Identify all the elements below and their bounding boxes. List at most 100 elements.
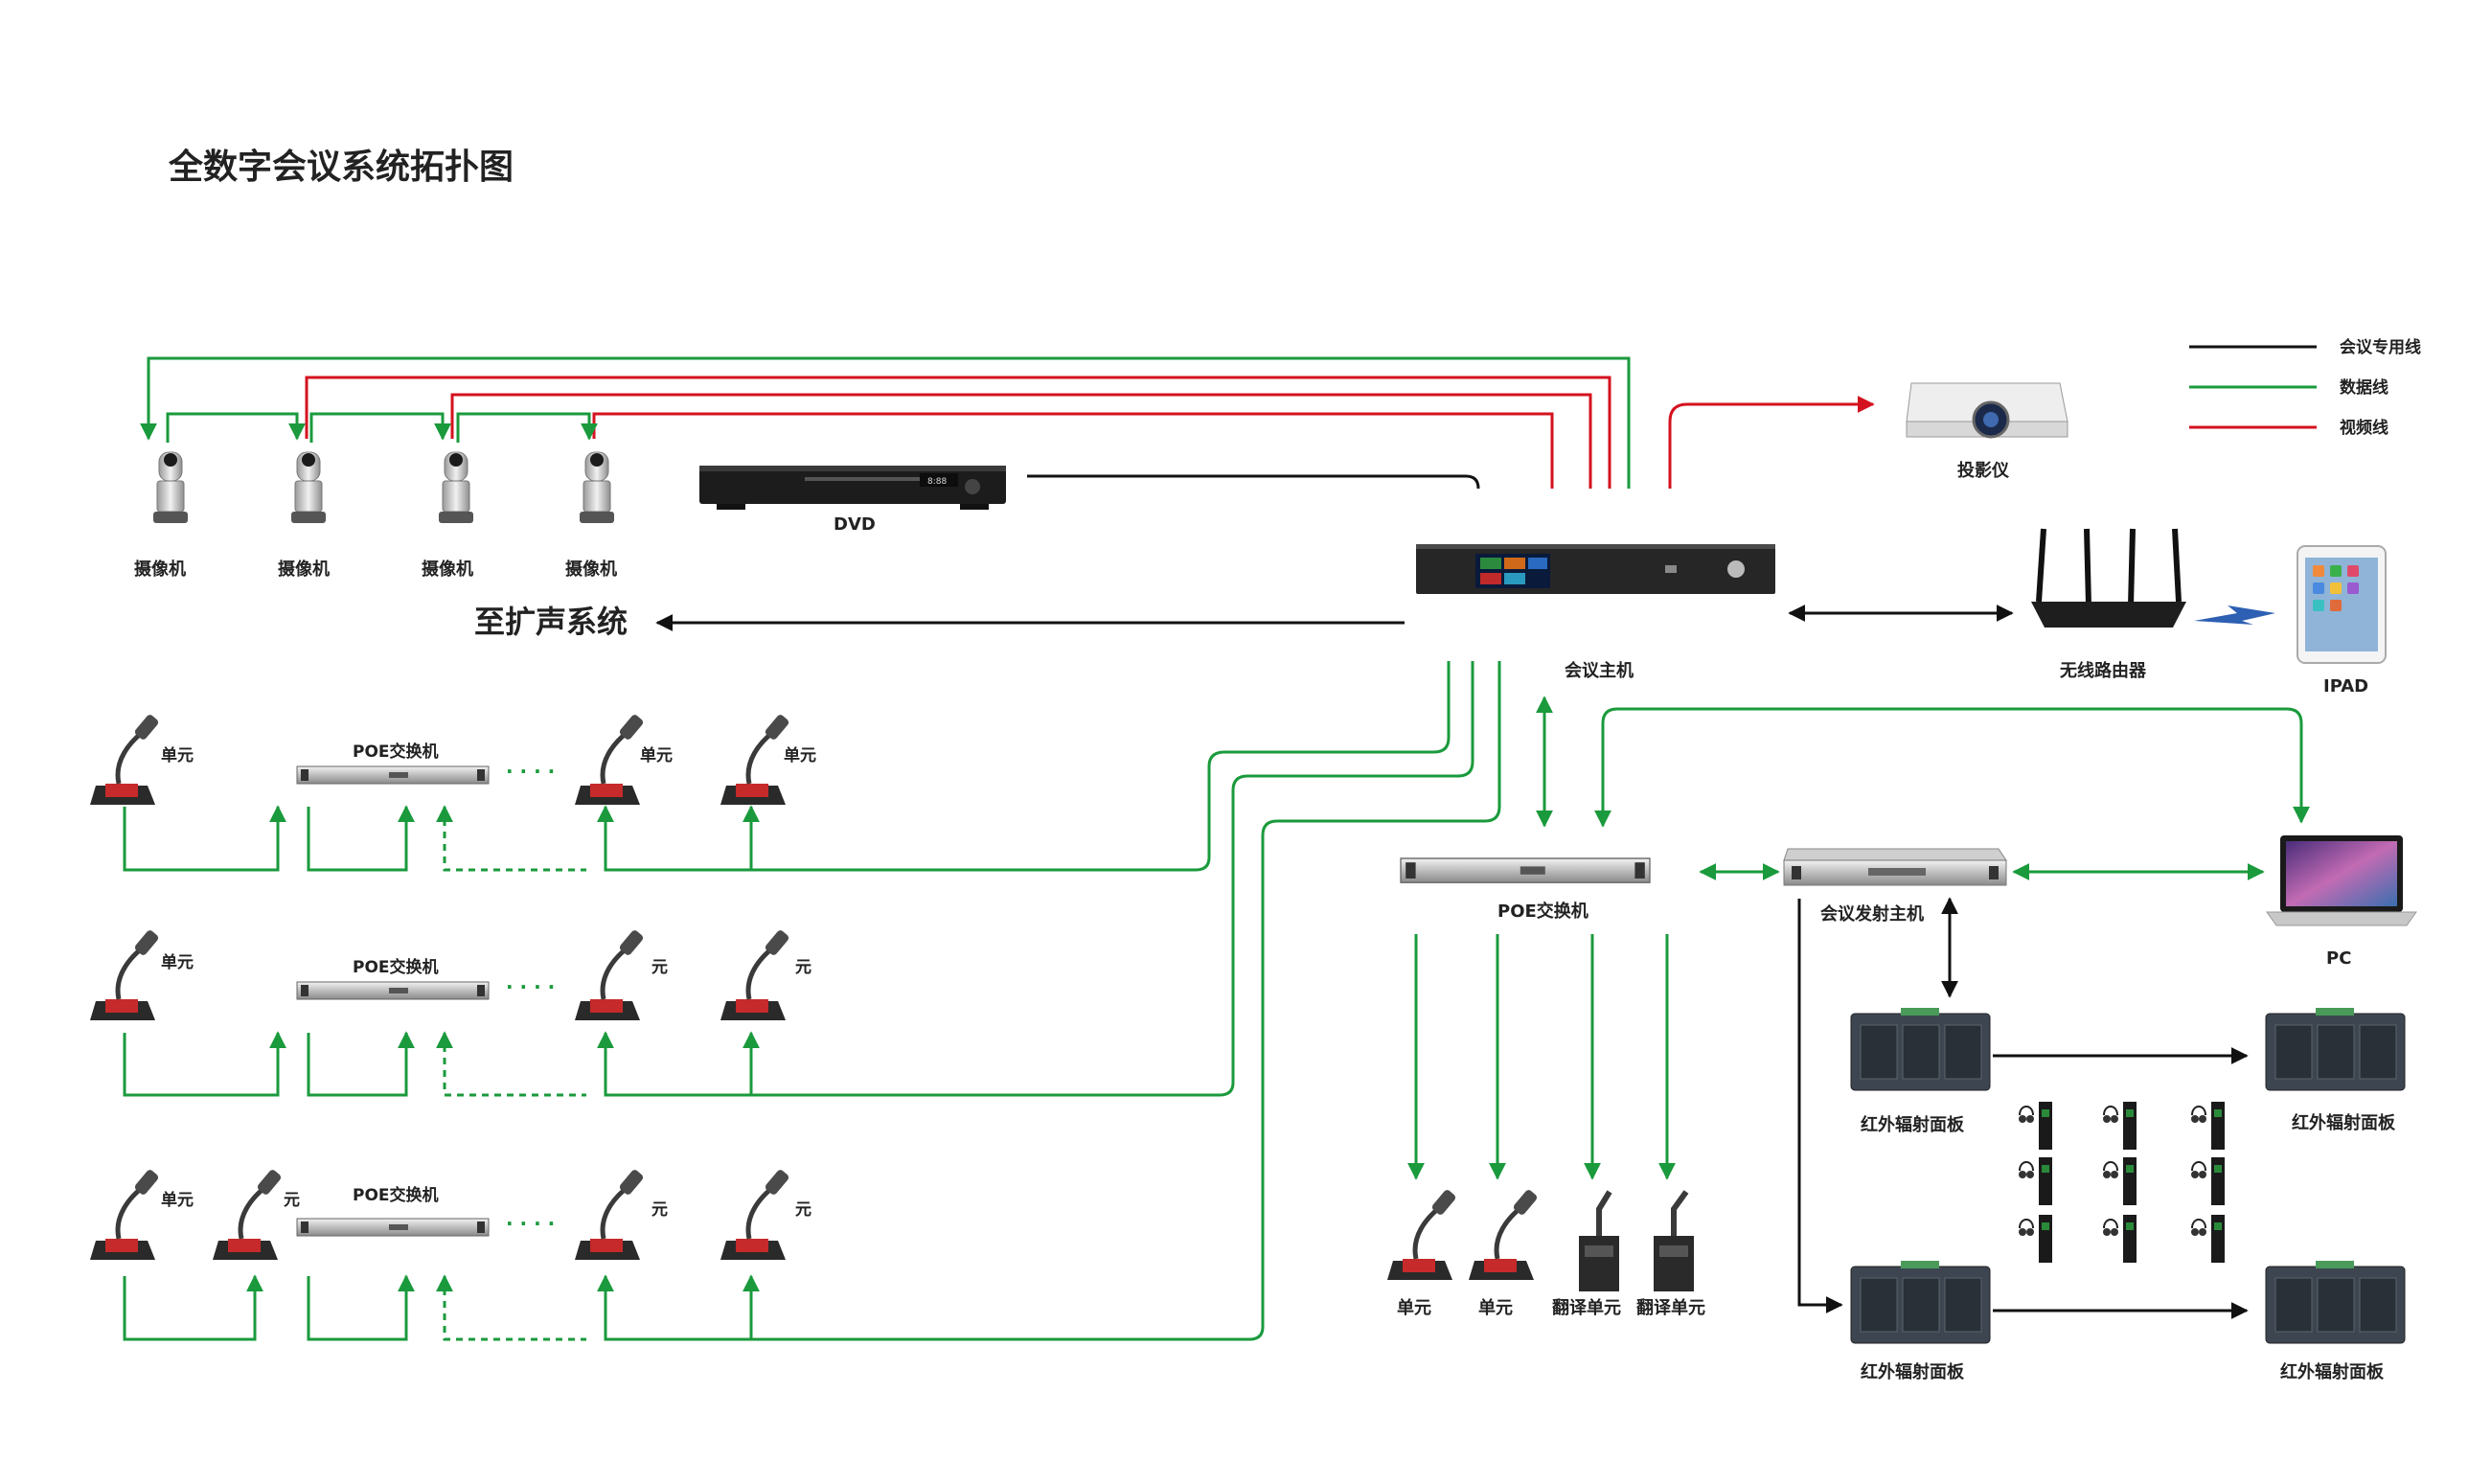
camera-icon [579,451,615,524]
row-3: 单元 元 POE交换机 · · · · 元 元 [90,1169,811,1341]
row-1-unit-2-label: 单元 [640,745,673,765]
dvd-label: DVD [834,514,876,535]
projector: 投影仪 [1906,382,2068,481]
host-row-links [597,661,1501,1341]
ir-panel-1: 红外辐射面板 [1850,1007,1991,1135]
legend-label-data: 数据线 [2340,377,2388,398]
row-2-unit-1-label: 单元 [161,952,194,972]
transmitter-label: 会议发射主机 [1820,903,1924,925]
bottom-unit-3: 翻译单元 [1552,1190,1621,1318]
ipad: IPAD [2297,545,2387,696]
row-1: 单元 POE交换机 · · · · 单元 单元 [90,714,816,872]
ir-panel-2: 红外辐射面板 [2265,1007,2406,1133]
receiver-icon [2190,1101,2226,1151]
camera-chain-2-3 [309,412,451,443]
camera-4: 摄像机 [565,451,617,580]
receiver-icon [2190,1156,2226,1206]
camera-3-label: 摄像机 [422,559,473,580]
pc-label: PC [2326,948,2351,969]
dvd-display: 8:88 [927,477,947,487]
projector-video-line [1668,396,1875,489]
row-2-unit-2-label: 元 [651,958,668,977]
wireless-signal-icon [2194,605,2275,625]
bottom-unit-2: 单元 [1469,1189,1539,1318]
microphone-icon [720,714,790,805]
camera-1-data-line [140,356,1631,489]
camera-connections [140,356,1631,489]
receiver-icon [2190,1214,2226,1264]
bottom-unit-3-label: 翻译单元 [1552,1297,1621,1318]
legend-label-special: 会议专用线 [2340,337,2421,357]
ir-panel-4: 红外辐射面板 [2265,1260,2406,1382]
bottom-unit-1: 单元 [1387,1189,1457,1318]
camera-icon [438,451,474,524]
camera-chain-3-4 [456,412,598,443]
microphone-icon [90,929,160,1020]
bottom-unit-4-label: 翻译单元 [1636,1297,1705,1318]
receiver-icon [2102,1214,2137,1264]
ir-panel-3: 红外辐射面板 [1850,1260,1991,1382]
ir-panel-4-label: 红外辐射面板 [2280,1361,2385,1382]
projector-label: 投影仪 [1957,460,2010,481]
ir-panel-1-label: 红外辐射面板 [1861,1114,1965,1135]
host-label: 会议主机 [1565,660,1634,681]
microphone-icon [90,1169,160,1260]
camera-2-label: 摄像机 [278,559,330,580]
row-3-unit-3-label: 元 [795,1200,811,1220]
wireless-router: 无线路由器 [2031,528,2186,681]
row-1-ellipsis: · · · · [506,760,555,783]
camera-icon [152,451,189,524]
camera-2-video-line [305,376,1611,489]
receiver-icon [2102,1156,2137,1206]
row-2-ellipsis: · · · · [506,975,555,998]
conference-host: 会议主机 [1416,544,1775,681]
microphone-icon [575,929,645,1020]
row-3-unit-1-label: 单元 [161,1190,194,1210]
poe-switch-right-label: POE交换机 [1497,901,1588,922]
row-2-poe-label: POE交换机 [353,957,439,977]
camera-3-video-line [450,393,1592,489]
camera-4-label: 摄像机 [565,559,617,580]
microphone-icon [213,1169,283,1260]
row-1-poe-label: POE交换机 [353,742,439,762]
dvd-player: 8:88 DVD [699,466,1006,535]
ir-panel-3-label: 红外辐射面板 [1861,1361,1965,1382]
router-label: 无线路由器 [2060,660,2147,681]
camera-2: 摄像机 [278,451,330,580]
receiver-icon [2102,1101,2137,1151]
row-1-unit-3-label: 单元 [784,745,816,765]
ir-receivers [2018,1101,2226,1264]
microphone-icon [720,929,790,1020]
microphone-icon [1387,1189,1457,1280]
conference-transmitter: 会议发射主机 [1783,848,2007,925]
legend: 会议专用线 数据线 视频线 [2189,337,2421,438]
row-3-unit-2-label: 元 [651,1200,668,1220]
legend-label-video: 视频线 [2340,418,2388,438]
camera-icon [290,451,327,524]
receiver-icon [2018,1101,2053,1151]
row-2-unit-3-label: 元 [795,958,811,977]
microphone-icon [720,1169,790,1260]
ipad-label: IPAD [2323,676,2368,696]
camera-chain-1-2 [166,412,306,443]
microphone-icon [90,714,160,805]
row-3-ellipsis: · · · · [506,1212,555,1235]
microphone-icon [575,714,645,805]
page-title: 全数字会议系统拓扑图 [168,147,514,187]
row-3-extra-label: 元 [284,1191,300,1210]
microphone-icon [575,1169,645,1260]
row-3-poe-label: POE交换机 [353,1185,439,1205]
receiver-icon [2018,1214,2053,1264]
receiver-icon [2018,1156,2053,1206]
pc-poe-link [1594,707,2310,828]
camera-3: 摄像机 [422,451,474,580]
camera-1-label: 摄像机 [134,559,186,580]
pa-system-label: 至扩声系统 [474,604,628,640]
camera-1: 摄像机 [134,451,189,580]
row-1-unit-1-label: 单元 [161,745,194,765]
dvd-line [1027,474,1480,490]
pc-laptop: PC [2266,835,2417,969]
poe-right-unit-links [1407,934,1676,1180]
bottom-unit-1-label: 单元 [1397,1297,1431,1318]
